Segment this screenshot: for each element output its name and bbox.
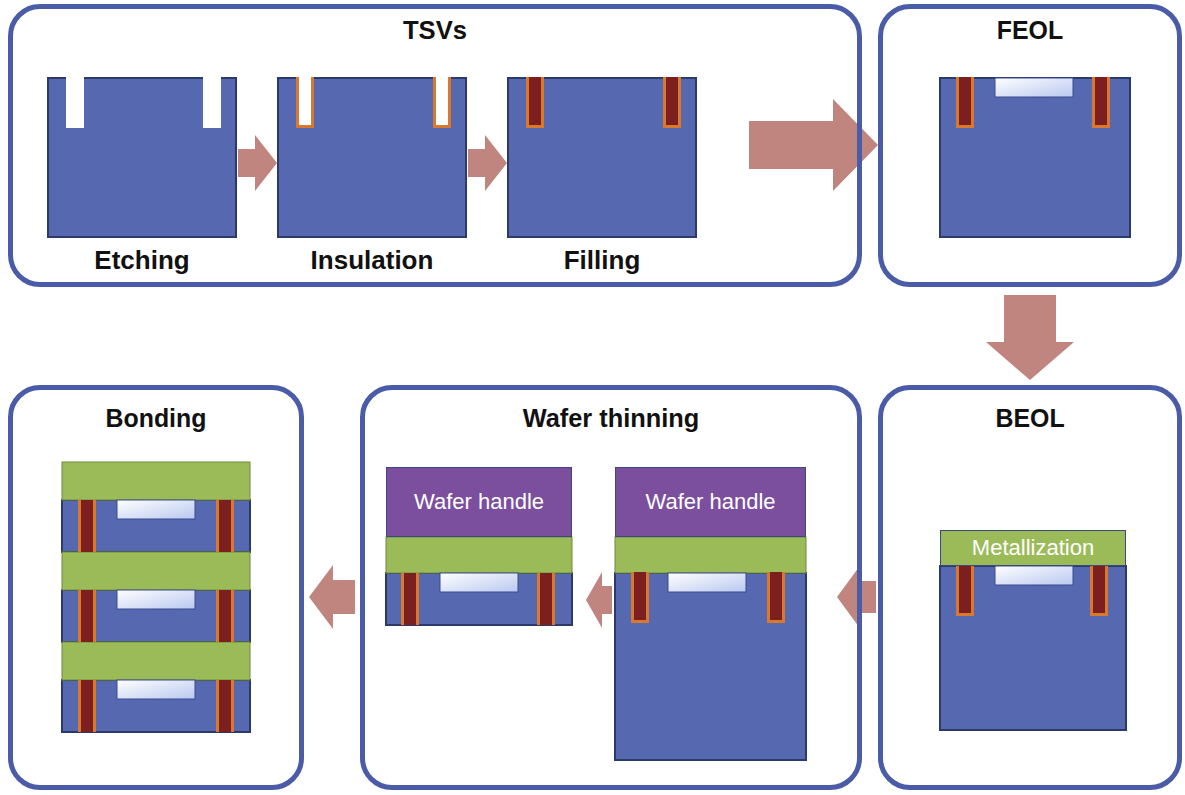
filled-via — [1092, 77, 1110, 128]
wafer-stage: Insulation — [278, 78, 466, 278]
process-step-panel: Bonding — [8, 385, 304, 790]
filled-via — [663, 77, 681, 128]
step-title: TSVs — [13, 15, 857, 45]
step-title: BEOL — [883, 403, 1177, 433]
active-device-region — [668, 573, 746, 592]
block-arrow — [586, 572, 612, 628]
etched-trench — [66, 77, 221, 128]
process-step-panel: BEOL Metallization — [878, 385, 1182, 790]
step-title: FEOL — [883, 15, 1177, 45]
filled-via — [537, 573, 555, 625]
metal-layer — [386, 537, 572, 573]
block-arrow — [837, 567, 876, 627]
filled-via — [78, 500, 96, 552]
filled-via — [767, 572, 785, 623]
process-step-panel: Wafer thinningWafer handle Wafer handle — [360, 385, 862, 790]
silicon-wafer — [940, 566, 1126, 730]
filled-via — [216, 590, 234, 642]
metal-layer — [615, 537, 806, 573]
layer-band: Metallization — [940, 530, 1126, 566]
silicon-wafer — [615, 573, 806, 760]
block-arrow — [468, 135, 507, 191]
silicon-wafer — [48, 78, 1130, 760]
layer-band: Wafer handle — [615, 467, 806, 537]
filled-via — [526, 77, 544, 128]
filled-via — [216, 500, 234, 552]
wafer-stage: Etching — [48, 78, 236, 278]
silicon-wafer — [386, 573, 572, 625]
insulated-trench — [296, 77, 451, 128]
metal-layer — [62, 462, 806, 680]
active-device-region — [995, 566, 1073, 585]
insulated-trench — [296, 77, 314, 128]
etched-trench — [66, 77, 84, 128]
silicon-wafer — [940, 78, 1130, 237]
active-device-region — [117, 500, 195, 519]
stage-label: Insulation — [311, 245, 434, 278]
filled-via — [956, 565, 974, 616]
step-title: Wafer thinning — [365, 403, 857, 433]
filled-via — [78, 77, 1110, 732]
layer-band: Wafer handle — [386, 467, 572, 537]
layer-label: Wafer handle — [645, 489, 775, 515]
metal-layer — [62, 462, 250, 500]
block-arrow — [309, 565, 355, 629]
block-arrow — [986, 295, 1074, 380]
filled-via — [78, 590, 96, 642]
filled-via — [401, 573, 419, 625]
filled-via — [216, 680, 234, 732]
silicon-wafer — [62, 680, 250, 732]
metal-layer — [62, 552, 250, 590]
stage-label: Etching — [94, 245, 189, 278]
process-step-panel: TSVsEtching Insulation Filling — [8, 4, 862, 287]
etched-trench — [203, 77, 221, 128]
active-device-region — [440, 573, 518, 592]
block-arrow — [238, 135, 277, 191]
silicon-wafer — [508, 78, 696, 237]
filled-via — [956, 77, 974, 128]
wafer-stage: Filling — [508, 78, 696, 278]
step-title: Bonding — [13, 403, 299, 433]
insulated-trench — [433, 77, 451, 128]
silicon-wafer — [278, 78, 466, 237]
stage-label: Filling — [564, 245, 641, 278]
silicon-wafer — [48, 78, 236, 237]
layer-label: Wafer handle — [414, 489, 544, 515]
active-device-region — [117, 680, 195, 699]
filled-via — [1090, 565, 1108, 616]
metal-layer — [62, 642, 250, 680]
active-device-region — [995, 78, 1073, 97]
process-step-panel: FEOL — [878, 4, 1182, 287]
silicon-wafer — [62, 500, 250, 552]
filled-via — [631, 572, 649, 623]
layer-label: Metallization — [972, 535, 1094, 561]
filled-via — [78, 680, 96, 732]
active-device-region — [117, 590, 195, 609]
silicon-wafer — [62, 590, 250, 642]
